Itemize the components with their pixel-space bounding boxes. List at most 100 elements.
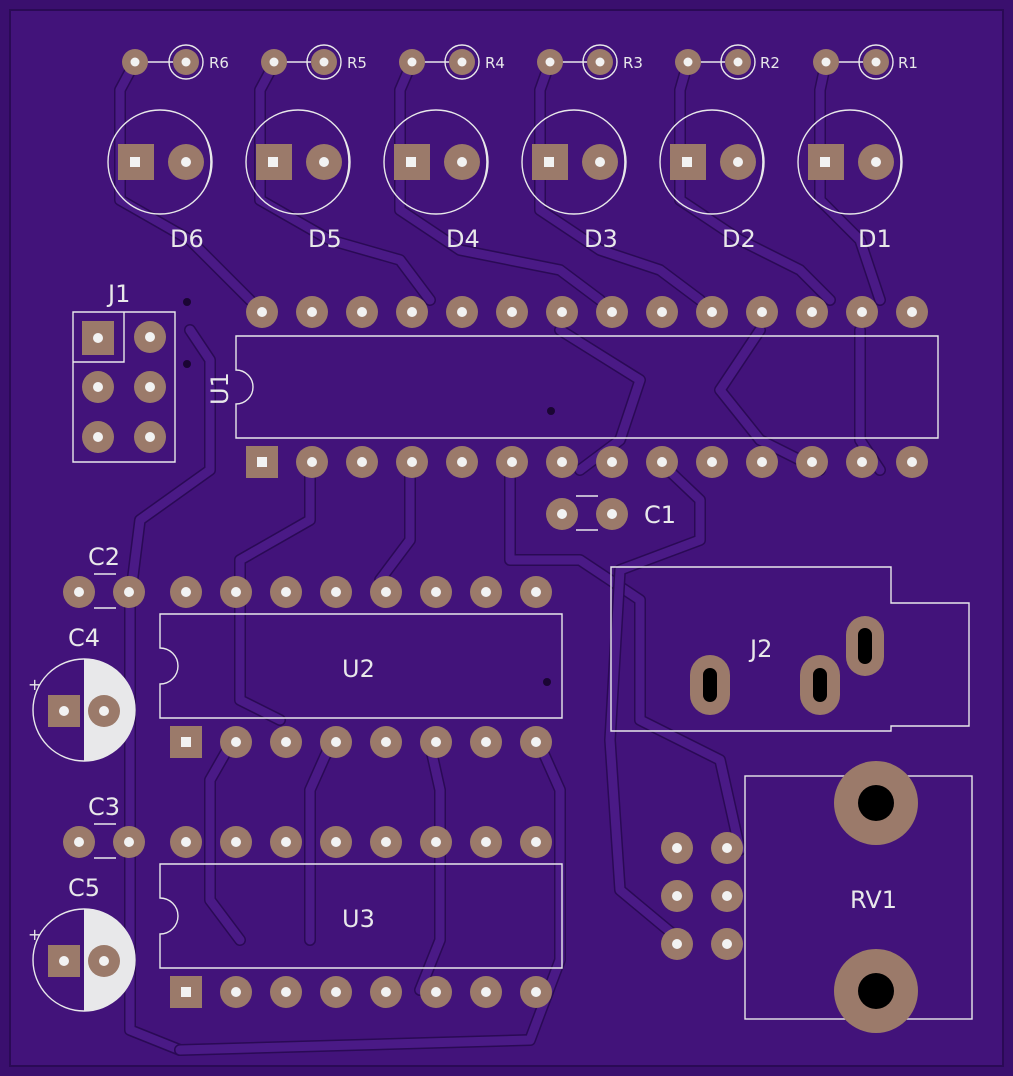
label-c4: C4	[68, 624, 100, 652]
dip-pin	[370, 576, 402, 608]
u2-pins	[170, 576, 552, 758]
dip-pin	[470, 726, 502, 758]
via	[543, 678, 551, 686]
led-d6: D6	[107, 109, 213, 253]
dip-pin	[296, 446, 328, 478]
label-d3: D3	[584, 225, 618, 253]
label-r3: R3	[623, 54, 643, 72]
dip-pin	[370, 826, 402, 858]
label-c5: C5	[68, 874, 100, 902]
dip-pin	[370, 726, 402, 758]
dip-pin	[420, 976, 452, 1008]
dip-pin	[320, 576, 352, 608]
dip-pin	[246, 446, 278, 478]
dip-pin	[420, 576, 452, 608]
dip-pin	[646, 446, 678, 478]
dip-pin	[596, 296, 628, 328]
dip-pin	[420, 826, 452, 858]
dip-pin	[596, 446, 628, 478]
label-j1: J1	[106, 280, 130, 308]
label-r4: R4	[485, 54, 505, 72]
dip-pin	[646, 296, 678, 328]
capacitor-c2: C2	[63, 543, 145, 609]
dip-pin	[170, 826, 202, 858]
label-d6: D6	[170, 225, 204, 253]
dip-pin	[846, 296, 878, 328]
label-rv1: RV1	[850, 886, 897, 914]
led-d4: D4	[383, 109, 489, 253]
resistor-r1: R1	[813, 44, 918, 80]
capacitor-c1: C1	[546, 495, 676, 531]
dip-pin	[446, 446, 478, 478]
plus-sign-c4: +	[28, 675, 41, 694]
via	[183, 298, 191, 306]
dip-pin	[446, 296, 478, 328]
dip-pin	[170, 576, 202, 608]
dip-pin	[746, 296, 778, 328]
dip-pin	[520, 826, 552, 858]
led-d3: D3	[521, 109, 627, 253]
dip-pin	[396, 296, 428, 328]
dip-pin	[246, 296, 278, 328]
leds: D6 D5 D4 D3 D2	[107, 109, 903, 253]
dip-pin	[546, 296, 578, 328]
dip-pin	[420, 726, 452, 758]
dip-pin	[470, 826, 502, 858]
dip-pin	[170, 976, 202, 1008]
led-d1: D1	[797, 109, 903, 253]
led-d5: D5	[245, 109, 351, 253]
ic-u3: U3	[159, 826, 563, 1008]
label-c3: C3	[88, 793, 120, 821]
connector-j1: J1	[72, 280, 191, 463]
label-u2: U2	[342, 655, 375, 683]
resistor-r4: R4	[399, 44, 505, 80]
dip-pin	[320, 726, 352, 758]
led-d2: D2	[659, 109, 765, 253]
label-c2: C2	[88, 543, 120, 571]
dip-pin	[846, 446, 878, 478]
dip-pin	[320, 826, 352, 858]
dip-pin	[346, 296, 378, 328]
dip-pin	[396, 446, 428, 478]
dip-pin	[270, 576, 302, 608]
capacitor-c5: C5 +	[28, 874, 136, 1012]
resistor-r5: R5	[261, 44, 367, 80]
connector-j2: J2	[610, 566, 970, 732]
dip-pin	[696, 296, 728, 328]
dip-pin	[270, 726, 302, 758]
u1-pins	[246, 296, 928, 478]
via	[547, 407, 555, 415]
dip-pin	[346, 446, 378, 478]
label-u1: U1	[206, 372, 234, 405]
label-r5: R5	[347, 54, 367, 72]
dip-pin	[796, 446, 828, 478]
label-d1: D1	[858, 225, 892, 253]
dip-pin	[520, 976, 552, 1008]
resistor-r6: R6	[122, 44, 229, 80]
dip-pin	[220, 576, 252, 608]
dip-pin	[270, 976, 302, 1008]
dip-pin	[296, 296, 328, 328]
resistor-r3: R3	[537, 44, 643, 80]
copper-traces	[114, 56, 886, 1056]
header-2x3	[661, 832, 743, 960]
label-r2: R2	[760, 54, 780, 72]
dip-pin	[220, 826, 252, 858]
dip-pin	[520, 726, 552, 758]
dip-pin	[170, 726, 202, 758]
dip-pin	[546, 446, 578, 478]
dip-pin	[796, 296, 828, 328]
dip-pin	[520, 576, 552, 608]
plus-sign-c5: +	[28, 925, 41, 944]
dip-pin	[746, 446, 778, 478]
dip-pin	[896, 446, 928, 478]
dip-pin	[270, 826, 302, 858]
potentiometer-rv1: RV1	[744, 761, 973, 1033]
capacitor-c3: C3	[63, 793, 145, 859]
dip-pin	[696, 446, 728, 478]
dip-pin	[496, 296, 528, 328]
dip-pin	[496, 446, 528, 478]
label-u3: U3	[342, 905, 375, 933]
dip-pin	[470, 576, 502, 608]
